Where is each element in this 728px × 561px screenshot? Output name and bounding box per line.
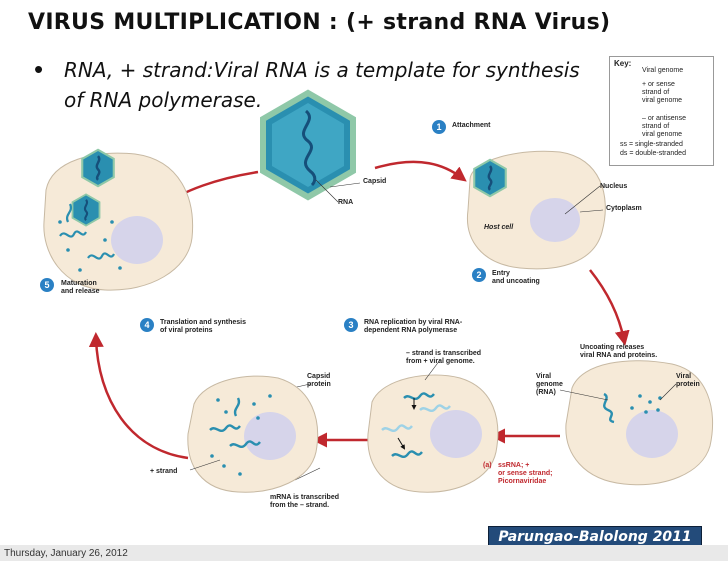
capsid-protein-label: Capsid protein bbox=[307, 373, 331, 388]
step-1-label: Attachment bbox=[452, 122, 491, 129]
slide-subtitle: RNA, + strand:Viral RNA is a template fo… bbox=[64, 58, 580, 112]
viral-genome-label: Viral genome (RNA) bbox=[536, 373, 563, 396]
step-3-badge: 3 bbox=[344, 318, 358, 332]
step-1-badge: 1 bbox=[432, 120, 446, 134]
key-item-sense-strand: + or sense strand of viral genome bbox=[642, 81, 683, 104]
cell-uncoating bbox=[559, 360, 714, 486]
rna-label: RNA bbox=[338, 199, 354, 206]
arrow-release bbox=[88, 332, 189, 460]
cell-maturation bbox=[43, 148, 194, 291]
minus-strand-label: – strand is transcribed from + viral gen… bbox=[406, 350, 482, 365]
slide: VIRUS MULTIPLICATION : (+ strand RNA Vir… bbox=[28, 10, 714, 548]
center-virus bbox=[260, 89, 356, 201]
plus-strand-label: + strand bbox=[150, 468, 178, 475]
key-ss-definition: ss = single-stranded bbox=[620, 141, 683, 148]
step-3-label: RNA replication by viral RNA- dependent … bbox=[364, 319, 463, 334]
arrow-entry bbox=[589, 269, 630, 346]
mrna-label: mRNA is transcribed from the – strand. bbox=[270, 494, 339, 509]
key-title: Key: bbox=[614, 59, 632, 68]
key-ds-definition: ds = double-stranded bbox=[620, 150, 686, 157]
viral-protein-label: Viral protein bbox=[676, 373, 700, 388]
step-4-label: Translation and synthesis of viral prote… bbox=[160, 319, 246, 334]
host-cell-label: Host cell bbox=[484, 224, 514, 231]
ssrna-label: ssRNA; + or sense strand; Picornaviridae bbox=[498, 462, 553, 485]
diagram-key: Key: Viral genome + or sense strand of v… bbox=[609, 56, 714, 166]
cell-translation bbox=[187, 375, 319, 493]
step-5-badge: 5 bbox=[40, 278, 54, 292]
step-5-label: Maturation and release bbox=[61, 280, 100, 295]
slide-title: VIRUS MULTIPLICATION : (+ strand RNA Vir… bbox=[28, 10, 611, 35]
cell-host bbox=[466, 150, 606, 270]
step-2-badge: 2 bbox=[472, 268, 486, 282]
panel-a-label: (a) bbox=[483, 462, 492, 469]
bullet-marker: • bbox=[34, 54, 44, 84]
step-4-badge: 4 bbox=[140, 318, 154, 332]
virus-cycle-diagram bbox=[43, 66, 714, 493]
status-bar bbox=[0, 545, 728, 561]
slide-date: Thursday, January 26, 2012 bbox=[4, 548, 128, 559]
uncoating-label: Uncoating releases viral RNA and protein… bbox=[580, 344, 658, 359]
cell-replication bbox=[239, 359, 499, 493]
step-2-label: Entry and uncoating bbox=[492, 270, 540, 285]
key-item-viral-genome: Viral genome bbox=[642, 67, 684, 74]
arrow-attachment bbox=[374, 160, 467, 182]
key-item-antisense-strand: – or antisense strand of viral genome bbox=[642, 115, 686, 138]
capsid-label: Capsid bbox=[363, 178, 387, 185]
nucleus-label: Nucleus bbox=[600, 183, 628, 190]
cytoplasm-label: Cytoplasm bbox=[606, 205, 642, 212]
